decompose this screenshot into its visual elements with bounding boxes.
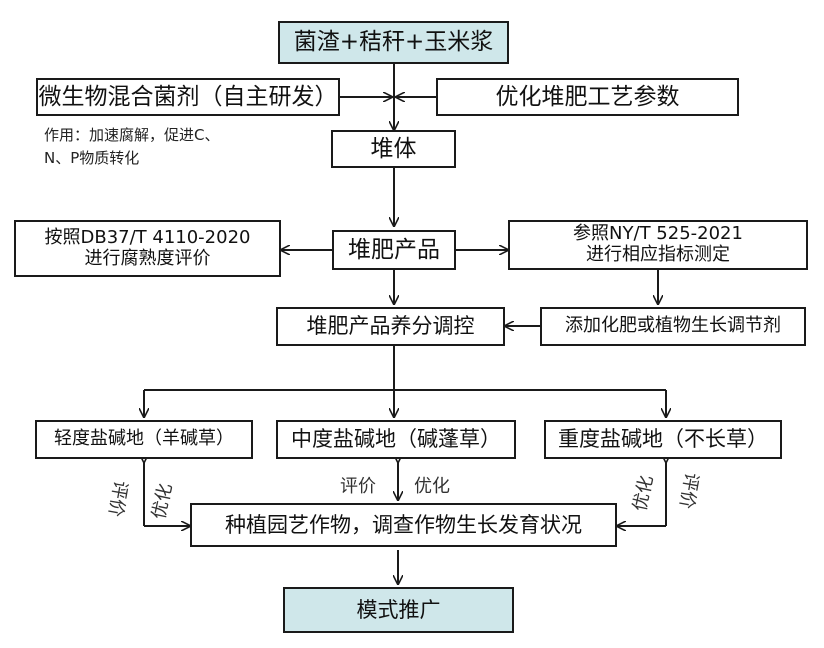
index-test-line2: 进行相应指标测定 [586,244,730,265]
pile-box: 堆体 [331,130,456,168]
heavy-saline-box: 重度盐碱地（不长草） [544,420,782,459]
nutrient-control-box: 堆肥产品养分调控 [276,307,505,346]
moderate-saline-box: 中度盐碱地（碱蓬草） [276,420,516,459]
raw-materials-box: 菌渣+秸秆+玉米浆 [278,21,509,64]
optimize-label: 优化 [414,476,450,497]
evaluate-label: 评价 [340,476,376,497]
agent-effect-line1: 作用：加速腐解，促进C、 [44,126,220,144]
agent-effect-line2: N、P物质转化 [44,149,140,168]
additives-box: 添加化肥或植物生长调节剂 [540,307,806,346]
compost-product-box: 堆肥产品 [332,230,456,270]
index-test-box: 参照NY/T 525-2021 进行相应指标测定 [508,220,808,270]
promotion-box: 模式推广 [283,587,514,633]
agent-effect-note: 作用：加速腐解，促进C、 N、P物质转化 [44,124,219,171]
maturity-eval-line1: 按照DB37/T 4110-2020 [44,226,251,248]
maturity-eval-line2: 进行腐熟度评价 [84,247,211,269]
optimize-params-box: 优化堆肥工艺参数 [436,78,739,116]
plant-survey-box: 种植园艺作物，调查作物生长发育状况 [190,503,617,547]
index-test-line1: 参照NY/T 525-2021 [573,223,743,245]
maturity-eval-box: 按照DB37/T 4110-2020 进行腐熟度评价 [14,220,281,277]
light-saline-box: 轻度盐碱地（羊碱草） [35,420,253,459]
microbial-agent-box: 微生物混合菌剂（自主研发） [36,78,340,116]
